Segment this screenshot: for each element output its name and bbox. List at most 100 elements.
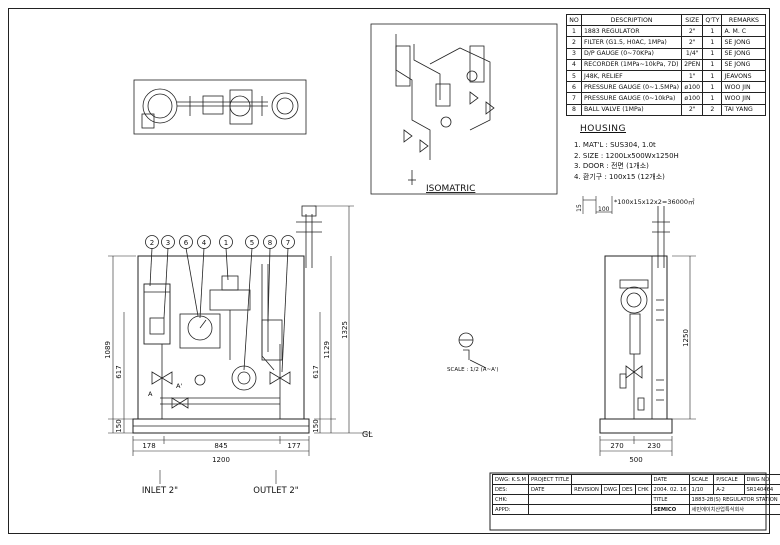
outlet-label: OUTLET 2" bbox=[253, 486, 299, 496]
cell-qty: 1 bbox=[702, 25, 723, 38]
col-description: DESCRIPTION bbox=[580, 13, 683, 27]
side-dimensions bbox=[599, 255, 696, 456]
tb-pscale-label: P/SCALE bbox=[713, 474, 745, 485]
col-size: SIZE bbox=[681, 13, 704, 27]
cell-no: 1 bbox=[566, 25, 582, 38]
dim-right-height: 1129 bbox=[323, 341, 331, 359]
cell-remarks: SE JONG bbox=[721, 36, 767, 49]
tb-title-label: TITLE bbox=[650, 494, 690, 505]
dim-left-base: 150 bbox=[115, 419, 123, 432]
tb-dwgno-label: DWG NO. bbox=[743, 474, 780, 485]
tb-dwg: DWG: K.S.M bbox=[491, 474, 530, 485]
cell-no: 3 bbox=[566, 47, 582, 60]
side-dim-left: 270 bbox=[610, 442, 623, 450]
cell-description: FILTER (G1.5, H0AC, 1MPa) bbox=[580, 36, 683, 49]
side-dim-height: 1250 bbox=[682, 329, 690, 347]
drawing-border bbox=[8, 8, 770, 534]
col-remarks: REMARKS bbox=[721, 13, 767, 27]
tb-scale-label: SCALE bbox=[688, 474, 715, 485]
cell-description: PRESSURE GAUGE (0~1.5MPa) bbox=[580, 81, 683, 94]
cell-size: ø100 bbox=[681, 92, 704, 105]
cell-remarks: TAI YANG bbox=[721, 103, 767, 116]
tb-pscale-value: A-2 bbox=[713, 484, 745, 495]
dim-right-mid: 617 bbox=[312, 365, 320, 378]
dim-left-mid: 617 bbox=[115, 365, 123, 378]
inlet-label: INLET 2" bbox=[142, 486, 178, 496]
dim-center-bottom: 845 bbox=[214, 442, 227, 450]
cell-description: PRESSURE GAUGE (0~10kPa) bbox=[580, 92, 683, 105]
cell-qty: 1 bbox=[702, 47, 723, 60]
dim-total-width: 1200 bbox=[212, 456, 230, 464]
tb-company: 세민에이치산업특식회사 bbox=[688, 504, 780, 515]
housing-spec-line: 1. MAT'L : SUS304, 1.0t bbox=[574, 141, 656, 149]
cell-size: 2" bbox=[681, 36, 704, 49]
tb-scale-value: 1/10 bbox=[688, 484, 715, 495]
table-header-row: NO DESCRIPTION SIZE Q'TY REMARKS bbox=[566, 13, 767, 27]
tb-des-col: DES bbox=[619, 484, 636, 495]
cell-description: D/P GAUGE (0~70KPa) bbox=[580, 47, 683, 60]
tb-appd: APPD: bbox=[491, 504, 530, 515]
cell-description: RECORDER (1MPa~10kPa, 7D) bbox=[580, 58, 683, 71]
balloon-label: 8 bbox=[268, 239, 272, 247]
cell-size: ø100 bbox=[681, 81, 704, 94]
col-no: NO bbox=[566, 13, 582, 27]
cell-no: 6 bbox=[566, 81, 582, 94]
balloon-label: 2 bbox=[150, 239, 154, 247]
isometric-view bbox=[370, 23, 558, 195]
tb-title-value: 1883-2B(S) REGULATOR STATION bbox=[688, 494, 780, 505]
cell-no: 7 bbox=[566, 92, 582, 105]
balloon-label: 4 bbox=[202, 239, 207, 247]
tb-dwg-col: DWG bbox=[600, 484, 621, 495]
dim-right-base: 150 bbox=[312, 419, 320, 432]
col-qty: Q'TY bbox=[702, 13, 723, 27]
section-mark-a: A bbox=[148, 390, 153, 398]
housing-title: HOUSING bbox=[580, 124, 627, 134]
cell-remarks: WOO JIN bbox=[721, 92, 767, 105]
section-mark-a-prime: A' bbox=[176, 382, 182, 390]
plan-view bbox=[133, 79, 307, 135]
front-dimensions bbox=[108, 205, 372, 484]
tb-logo: SEMICO bbox=[650, 504, 690, 515]
cell-qty: 1 bbox=[702, 92, 723, 105]
side-view bbox=[599, 206, 673, 434]
cell-remarks: SE JONG bbox=[721, 47, 767, 60]
cell-qty: 1 bbox=[702, 36, 723, 49]
tb-dwgno-value: SR140464 bbox=[743, 484, 780, 495]
cell-size: 1" bbox=[681, 69, 704, 83]
gl-label: GL bbox=[362, 430, 373, 439]
housing-spec-line: 4. 환기구 : 100x15 (12개소) bbox=[574, 172, 665, 181]
cell-remarks: JEAVONS bbox=[721, 69, 767, 83]
balloon-label: 7 bbox=[286, 239, 290, 247]
isometric-label: ISOMATRIC bbox=[426, 184, 475, 194]
cell-qty: 1 bbox=[702, 81, 723, 94]
balloon-label: 5 bbox=[250, 239, 254, 247]
tb-date-label: DATE bbox=[650, 474, 690, 485]
cell-description: 1883 REGULATOR bbox=[580, 25, 683, 38]
tb-date-value: 2004. 02. 16 bbox=[650, 484, 690, 495]
cell-remarks: WOO JIN bbox=[721, 81, 767, 94]
dim-overall-height: 1325 bbox=[341, 321, 349, 339]
cell-size: 2" bbox=[681, 103, 704, 116]
balloon-label: 3 bbox=[166, 239, 170, 247]
cell-remarks: SE JONG bbox=[721, 58, 767, 71]
cell-no: 8 bbox=[566, 103, 582, 116]
front-view bbox=[132, 205, 322, 434]
dim-left-bottom: 178 bbox=[142, 442, 155, 450]
balloon-label: 1 bbox=[224, 239, 228, 247]
vent-detail bbox=[582, 196, 613, 214]
dim-right-bottom: 177 bbox=[287, 442, 300, 450]
section-detail bbox=[458, 332, 487, 369]
tb-chk-col: CHK bbox=[634, 484, 652, 495]
cell-qty: 1 bbox=[702, 58, 723, 71]
cell-description: J48K, RELIEF bbox=[580, 69, 683, 83]
cell-no: 5 bbox=[566, 69, 582, 83]
cell-size: 1/4" bbox=[681, 47, 704, 60]
cell-size: 2PEN bbox=[681, 58, 704, 71]
